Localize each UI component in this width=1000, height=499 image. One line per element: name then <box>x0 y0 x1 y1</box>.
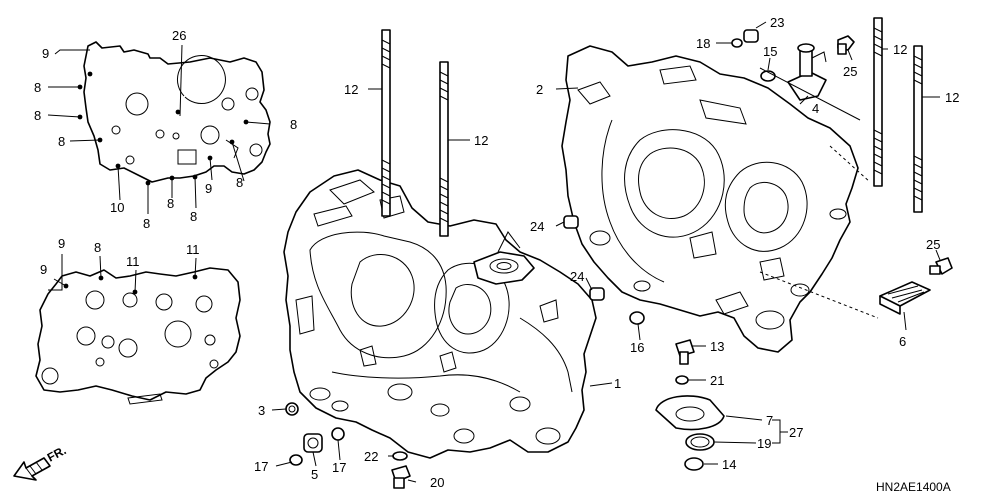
drain-bolt-part-20 <box>391 465 411 489</box>
callout-22: 22 <box>364 449 378 464</box>
callout-7: 7 <box>766 413 773 428</box>
bolt-part-25-top <box>837 35 855 55</box>
callout-9: 9 <box>40 262 47 277</box>
stud-bolt-left-2 <box>439 61 449 237</box>
leader-lines <box>47 21 941 483</box>
bolt-part-13 <box>675 339 695 365</box>
callout-5: 5 <box>311 467 318 482</box>
strainer-part-6 <box>879 281 931 315</box>
callout-11: 11 <box>186 242 200 257</box>
callout-1: 1 <box>614 376 621 391</box>
callout-8: 8 <box>167 196 174 211</box>
callout-21: 21 <box>710 373 724 388</box>
callout-labels: 9 8 8 8 26 8 8 9 10 8 8 8 9 8 11 9 11 12… <box>34 15 959 490</box>
callout-18: 18 <box>696 36 710 51</box>
callout-2: 2 <box>536 82 543 97</box>
callout-12: 12 <box>474 133 488 148</box>
stud-bolt-right-2 <box>913 45 923 213</box>
callout-16: 16 <box>630 340 644 355</box>
callout-8: 8 <box>58 134 65 149</box>
callout-26: 26 <box>172 28 186 43</box>
callout-25: 25 <box>843 64 857 79</box>
callout-8: 8 <box>94 240 101 255</box>
callout-8: 8 <box>190 209 197 224</box>
stud-bolt-left-1 <box>381 29 391 217</box>
callout-3: 3 <box>258 403 265 418</box>
callout-12: 12 <box>945 90 959 105</box>
dowel-part-24-b <box>589 287 605 301</box>
callout-19: 19 <box>757 436 771 451</box>
callout-8: 8 <box>236 175 243 190</box>
oring-part-16 <box>629 311 645 325</box>
callout-24: 24 <box>570 269 584 284</box>
callout-13: 13 <box>710 339 724 354</box>
washer-part-18 <box>731 38 743 48</box>
callout-12: 12 <box>344 82 358 97</box>
lower-gasket <box>35 267 241 405</box>
callout-25: 25 <box>926 237 940 252</box>
callout-17: 17 <box>254 459 268 474</box>
oring-part-3 <box>285 402 299 416</box>
callout-8: 8 <box>290 117 297 132</box>
callout-8: 8 <box>34 80 41 95</box>
callout-10: 10 <box>110 200 124 215</box>
washer-part-22 <box>392 451 408 461</box>
bolt-part-25-right <box>929 257 953 275</box>
callout-9: 9 <box>42 46 49 61</box>
cover-part-7 <box>655 395 725 431</box>
callout-23: 23 <box>770 15 784 30</box>
breather-elbow-part-4 <box>787 43 827 101</box>
callout-12: 12 <box>893 42 907 57</box>
nut-part-14 <box>684 457 704 471</box>
callout-8: 8 <box>34 108 41 123</box>
callout-15: 15 <box>763 44 777 59</box>
oring-part-17-a <box>289 454 303 466</box>
washer-part-21 <box>675 375 689 385</box>
callout-9: 9 <box>58 236 65 251</box>
front-label: FR. <box>45 443 69 464</box>
front-direction-arrow: FR. <box>13 443 69 481</box>
callout-24: 24 <box>530 219 544 234</box>
callout-9: 9 <box>205 181 212 196</box>
callout-14: 14 <box>722 457 736 472</box>
right-crankcase-part-2 <box>561 45 859 353</box>
oring-part-17-b <box>331 427 345 441</box>
stud-bolt-right-1 <box>873 17 883 187</box>
callout-6: 6 <box>899 334 906 349</box>
dowel-part-23 <box>743 29 759 43</box>
dowel-part-24-a <box>563 215 579 229</box>
callout-20: 20 <box>430 475 444 490</box>
callout-17: 17 <box>332 460 346 475</box>
plug-part-5 <box>303 433 323 453</box>
callout-11: 11 <box>126 254 140 269</box>
callout-8: 8 <box>143 216 150 231</box>
diagram-code: HN2AE1400A <box>876 480 951 494</box>
oring-part-19 <box>685 433 715 451</box>
callout-27: 27 <box>789 425 803 440</box>
callout-4: 4 <box>812 101 819 116</box>
upper-gasket-part-26 <box>77 41 271 186</box>
